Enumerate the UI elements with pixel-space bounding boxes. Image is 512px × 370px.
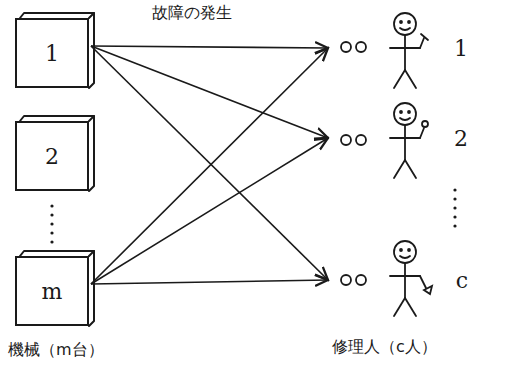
repairman-number: c xyxy=(456,268,468,293)
failure-arrow xyxy=(91,46,328,280)
failure-arrow xyxy=(91,280,328,284)
machine-number: 2 xyxy=(45,144,59,169)
repairman-number: 2 xyxy=(454,126,468,151)
machine-box: 1 xyxy=(15,18,89,88)
repairman-number: 1 xyxy=(454,36,468,61)
repair-station: 2 xyxy=(328,100,482,176)
machine-number: m xyxy=(42,279,63,304)
failure-arrow xyxy=(91,48,328,284)
failure-arrow xyxy=(91,46,328,48)
repairman-figure xyxy=(390,103,428,178)
machine-box: m xyxy=(15,256,89,326)
repair-station: c xyxy=(328,242,482,318)
machine-number: 1 xyxy=(45,41,59,66)
failure-arrow xyxy=(91,46,328,138)
repair-station: 1 xyxy=(328,10,482,86)
queue-circles xyxy=(341,42,366,285)
ellipsis-dots xyxy=(50,204,53,243)
ellipsis-dots xyxy=(453,188,456,227)
repairman-figure xyxy=(390,241,432,316)
failure-arrow xyxy=(91,138,328,284)
repairman-figure xyxy=(390,13,428,88)
machine-box: 2 xyxy=(15,121,89,191)
arrow-caption: 故障の発生 xyxy=(152,3,232,24)
group-label: 修理人（c人） xyxy=(332,337,437,358)
group-label: 機械（m台） xyxy=(8,340,104,361)
